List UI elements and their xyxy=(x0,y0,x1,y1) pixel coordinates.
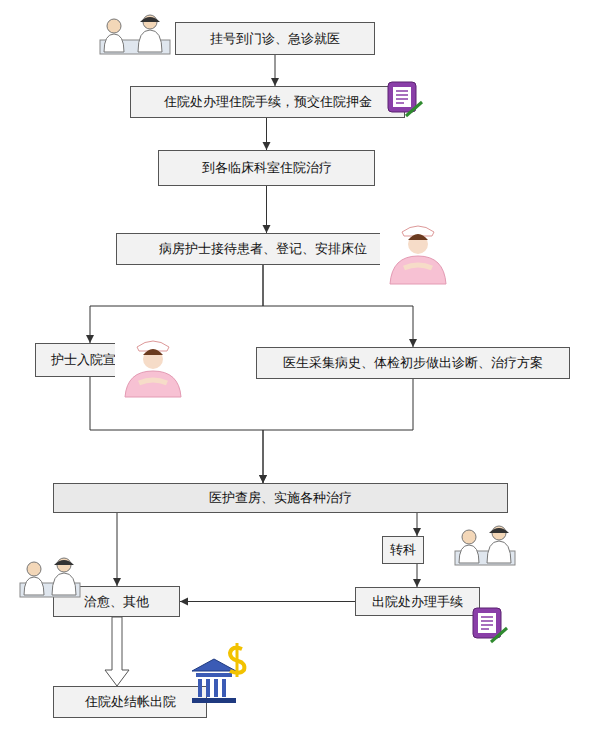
process-box: 出院处办理手续 xyxy=(355,587,480,616)
box-text: 病房护士接待患者、登记、安排床位 xyxy=(159,241,367,257)
flow-connector xyxy=(263,265,417,347)
flow-connector xyxy=(263,118,271,150)
flow-connector xyxy=(413,513,421,536)
box-text: 住院处办理住院手续，预交住院押金 xyxy=(164,94,372,110)
arrow-head xyxy=(113,578,121,586)
process-box: 病房护士接待患者、登记、安排床位 xyxy=(116,233,410,265)
flow-connector xyxy=(90,377,267,483)
arrow-head xyxy=(413,528,421,536)
arrow-head xyxy=(409,339,417,347)
flow-connector xyxy=(271,55,279,86)
connector-line xyxy=(90,377,263,483)
arrow-head xyxy=(259,475,267,483)
process-box: 到各临床科室住院治疗 xyxy=(158,150,375,186)
doctor-figures xyxy=(100,15,170,54)
doctor-figures xyxy=(20,558,80,597)
bank-icon xyxy=(192,643,244,703)
process-box: 住院处结帐出院 xyxy=(53,686,207,718)
arrow-head xyxy=(86,335,94,343)
arrow-head xyxy=(263,225,271,233)
box-text: 出院处办理手续 xyxy=(372,594,463,610)
arrow-head xyxy=(259,475,267,483)
form-icon xyxy=(388,82,422,116)
connector-line xyxy=(180,601,355,602)
connector-line xyxy=(417,564,418,587)
process-box: 护士入院宣教 xyxy=(35,343,145,377)
connector-line xyxy=(263,265,413,347)
nurse-figure xyxy=(115,333,190,397)
nurse-figure xyxy=(380,218,455,284)
connector-line xyxy=(266,118,267,150)
box-text: 转科 xyxy=(390,542,416,558)
box-text: 挂号到门诊、急诊就医 xyxy=(210,31,340,47)
connector-line xyxy=(90,265,263,343)
doctor-figures xyxy=(455,526,515,565)
arrow-head xyxy=(180,598,188,606)
connector-line xyxy=(117,513,118,586)
flow-connector xyxy=(259,379,413,483)
flow-connector xyxy=(86,265,263,343)
process-box: 医生采集病史、体检初步做出诊断、治疗方案 xyxy=(256,347,570,379)
arrow-head xyxy=(263,142,271,150)
box-text: 医生采集病史、体检初步做出诊断、治疗方案 xyxy=(283,355,543,371)
box-text: 住院处结帐出院 xyxy=(85,694,176,710)
flow-connector xyxy=(113,513,121,586)
flow-connector xyxy=(263,186,271,233)
flow-connector xyxy=(413,564,421,587)
box-text: 医护查房、实施各种治疗 xyxy=(209,490,352,506)
connector-line xyxy=(417,513,418,536)
hollow-arrow xyxy=(105,617,129,686)
box-text: 洽愈、其他 xyxy=(84,594,149,610)
arrow-head xyxy=(271,78,279,86)
connector-line xyxy=(263,379,413,483)
box-text: 护士入院宣教 xyxy=(51,352,129,368)
process-box: 转科 xyxy=(382,536,424,564)
process-box: 医护查房、实施各种治疗 xyxy=(53,483,508,513)
flow-connector xyxy=(180,598,355,606)
flow-connector xyxy=(105,617,129,686)
arrow-head xyxy=(413,579,421,587)
box-text: 到各临床科室住院治疗 xyxy=(202,160,332,176)
process-box: 洽愈、其他 xyxy=(53,586,180,617)
form-icon xyxy=(473,608,507,642)
process-box: 住院处办理住院手续，预交住院押金 xyxy=(130,86,405,118)
process-box: 挂号到门诊、急诊就医 xyxy=(175,22,375,55)
connector-line xyxy=(275,55,276,86)
connector-line xyxy=(266,186,267,233)
